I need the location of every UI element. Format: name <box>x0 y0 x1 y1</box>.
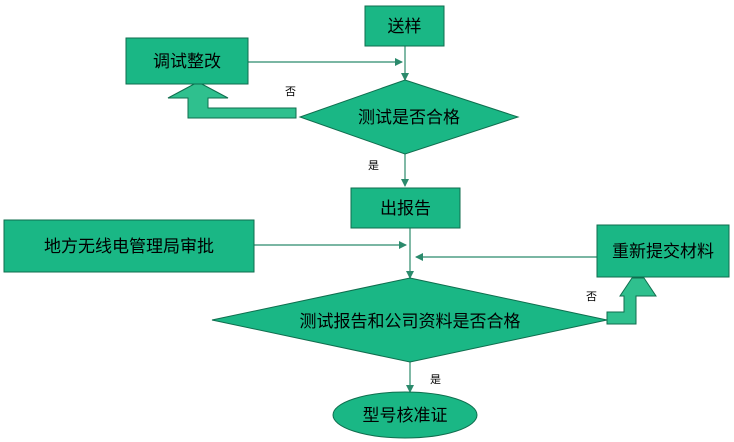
label-yes-test: 是 <box>368 159 379 172</box>
node-test-pass-decision: 测试是否合格 <box>298 79 520 155</box>
block-arrow-fail-to-fix <box>167 81 297 119</box>
node-send-sample: 送样 <box>364 5 445 47</box>
label-no-check: 否 <box>586 290 597 303</box>
node-issue-report-label: 出报告 <box>380 199 431 219</box>
node-report-check-label: 测试报告和公司资料是否合格 <box>300 312 521 332</box>
block-arrow-fail-to-resubmit <box>606 277 657 325</box>
node-type-approval-label: 型号核准证 <box>363 406 448 426</box>
label-no-test: 否 <box>285 85 296 98</box>
label-yes-check: 是 <box>430 373 441 386</box>
node-issue-report: 出报告 <box>350 187 461 229</box>
node-report-check-decision: 测试报告和公司资料是否合格 <box>211 277 608 363</box>
node-type-approval: 型号核准证 <box>332 391 478 439</box>
node-test-pass-label: 测试是否合格 <box>358 108 460 128</box>
node-debug-fix: 调试整改 <box>125 37 249 85</box>
node-debug-fix-label: 调试整改 <box>153 52 221 72</box>
node-local-approval-label: 地方无线电管理局审批 <box>44 237 214 257</box>
node-local-approval: 地方无线电管理局审批 <box>3 219 255 273</box>
node-resubmit-label: 重新提交材料 <box>612 242 714 262</box>
node-send-sample-label: 送样 <box>388 17 422 37</box>
node-resubmit: 重新提交材料 <box>596 224 730 278</box>
